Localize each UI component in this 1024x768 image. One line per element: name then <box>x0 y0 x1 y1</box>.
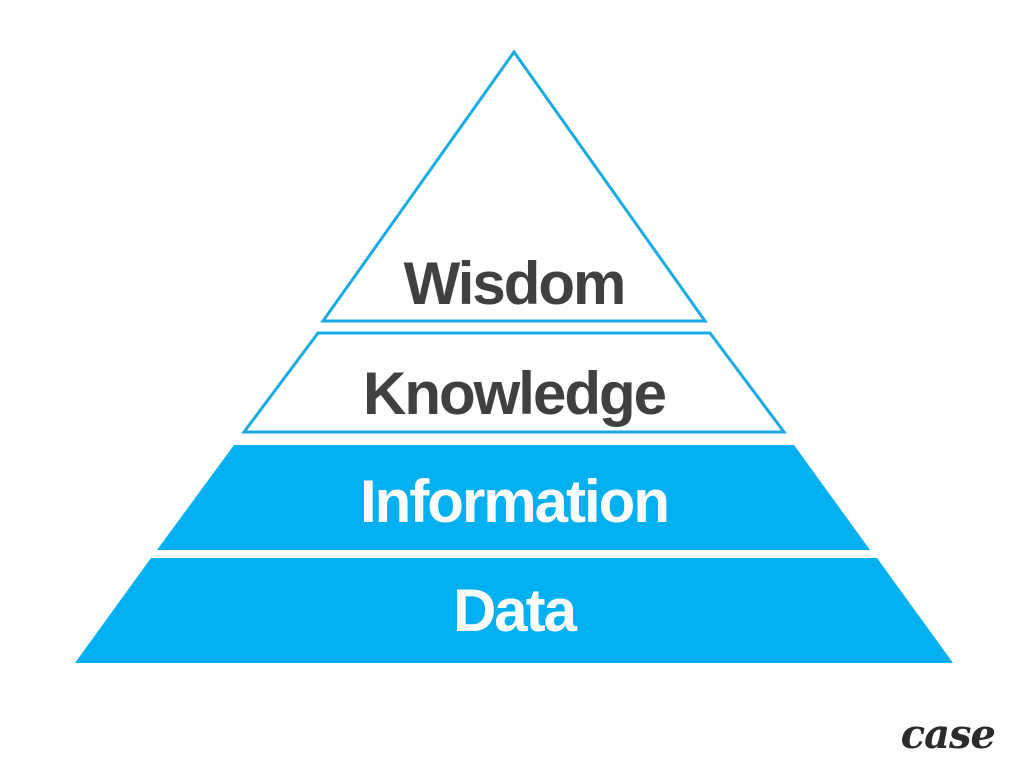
tier-information: Information <box>157 445 870 550</box>
tier-information-label: Information <box>360 468 668 535</box>
tier-knowledge: Knowledge <box>241 331 787 434</box>
tier-data: Data <box>75 558 953 663</box>
tier-wisdom-shape <box>320 49 708 323</box>
tier-data-shape <box>75 558 953 663</box>
tier-wisdom: Wisdom <box>320 49 708 323</box>
tier-information-shape <box>157 445 870 550</box>
tier-wisdom-label: Wisdom <box>404 250 625 317</box>
tier-knowledge-label: Knowledge <box>363 360 666 427</box>
tier-knowledge-shape <box>241 331 787 434</box>
tier-data-label: Data <box>453 577 578 644</box>
case-logo: case <box>901 711 995 758</box>
